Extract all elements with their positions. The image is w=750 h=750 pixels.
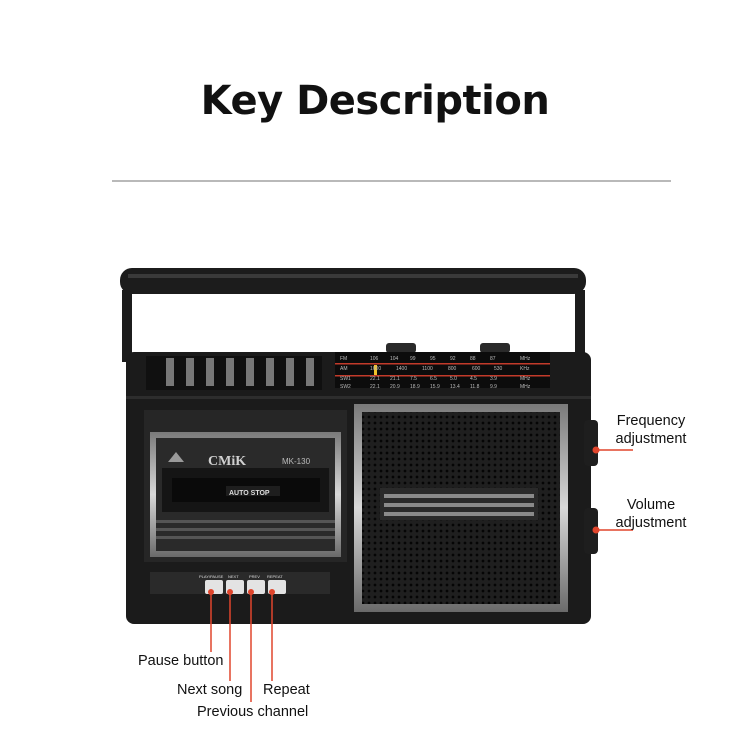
dial-sw2-value: 18.9 xyxy=(410,384,420,390)
volume-label-line1: Volume xyxy=(626,497,676,513)
repeat-label: Repeat xyxy=(263,682,310,698)
next-song-label: Next song xyxy=(177,682,243,698)
frequency-callout-dot xyxy=(592,446,600,454)
play-pause-text: PLAY/PAUSE xyxy=(199,574,224,579)
dial-fm-value: 92 xyxy=(450,356,456,362)
dial-sw2-value: 11.8 xyxy=(470,384,480,390)
repeat-callout-dot xyxy=(269,589,275,595)
frequency-knob[interactable] xyxy=(584,420,598,466)
speaker-grille xyxy=(354,404,568,612)
dial-sw2-value: 22.1 xyxy=(370,384,380,390)
frequency-label: Frequency adjustment xyxy=(601,412,701,448)
dial-fm-value: 104 xyxy=(390,356,399,362)
tuning-dial xyxy=(335,352,550,388)
cassette-deck[interactable] xyxy=(144,410,347,562)
brand-text: CMiK xyxy=(208,454,246,469)
frequency-label-line2: adjustment xyxy=(615,431,687,447)
dial-sw1-value: 3.9 xyxy=(490,376,497,382)
volume-knob[interactable] xyxy=(584,508,598,554)
dial-am-value: 530 xyxy=(494,366,503,372)
dial-sw1-value: MHz xyxy=(520,376,531,382)
dial-sw1-band: SW1 xyxy=(340,376,351,382)
repeat-text: REPEAT xyxy=(267,574,283,579)
dial-sw1-value: 22.1 xyxy=(370,376,380,382)
next-callout-dot xyxy=(227,589,233,595)
dial-am-band: AM xyxy=(340,366,348,372)
dial-sw1-value: 6.5 xyxy=(430,376,437,382)
dial-sw2-value: 15.9 xyxy=(430,384,440,390)
pause-callout-dot xyxy=(208,589,214,595)
dial-fm-value: 95 xyxy=(430,356,436,362)
dial-sw2-value: 9.9 xyxy=(490,384,497,390)
tuning-slider[interactable] xyxy=(480,343,510,353)
dial-fm-value: 106 xyxy=(370,356,379,362)
volume-label: Volume adjustment xyxy=(601,496,701,532)
play-pause-button[interactable] xyxy=(205,580,223,594)
dial-sw2-value: MHz xyxy=(520,384,531,390)
dial-fm-value: MHz xyxy=(520,356,531,362)
dial-fm-value: 99 xyxy=(410,356,416,362)
dial-am-value: 600 xyxy=(472,366,481,372)
dial-am-value: 1400 xyxy=(396,366,407,372)
volume-callout-dot xyxy=(592,526,600,534)
dial-fm-band: FM xyxy=(340,356,347,362)
prev-text: PREV xyxy=(249,574,260,579)
pause-button-label: Pause button xyxy=(138,653,224,669)
eject-icon[interactable] xyxy=(168,452,184,462)
dial-am-value: 800 xyxy=(448,366,457,372)
page-title: Key Description xyxy=(200,78,550,124)
dial-am-value: KHz xyxy=(520,366,530,372)
dial-sw1-value: 4.5 xyxy=(470,376,477,382)
previous-channel-label: Previous channel xyxy=(197,704,309,720)
dial-sw2-value: 20.9 xyxy=(390,384,400,390)
dial-am-value: 1100 xyxy=(422,366,433,372)
equalizer-sliders[interactable] xyxy=(146,356,322,390)
dial-sw2-value: 13.4 xyxy=(450,384,460,390)
previous-callout-dot xyxy=(248,589,254,595)
band-selector[interactable] xyxy=(386,343,416,353)
dial-sw1-value: 5.0 xyxy=(450,376,457,382)
frequency-label-line1: Frequency xyxy=(616,413,686,429)
title-divider xyxy=(112,180,671,182)
next-text: NEXT xyxy=(228,574,239,579)
dial-fm-value: 87 xyxy=(490,356,496,362)
dial-fm-value: 88 xyxy=(470,356,476,362)
volume-label-line2: adjustment xyxy=(615,515,687,531)
dial-am-value: 1600 xyxy=(370,366,381,372)
dial-sw1-value: 21.1 xyxy=(390,376,400,382)
model-text: MK-130 xyxy=(282,457,311,466)
carry-handle[interactable] xyxy=(120,268,586,362)
auto-stop-label: AUTO STOP xyxy=(229,490,270,497)
dial-sw2-band: SW2 xyxy=(340,384,351,390)
dial-sw1-value: 7.5 xyxy=(410,376,417,382)
